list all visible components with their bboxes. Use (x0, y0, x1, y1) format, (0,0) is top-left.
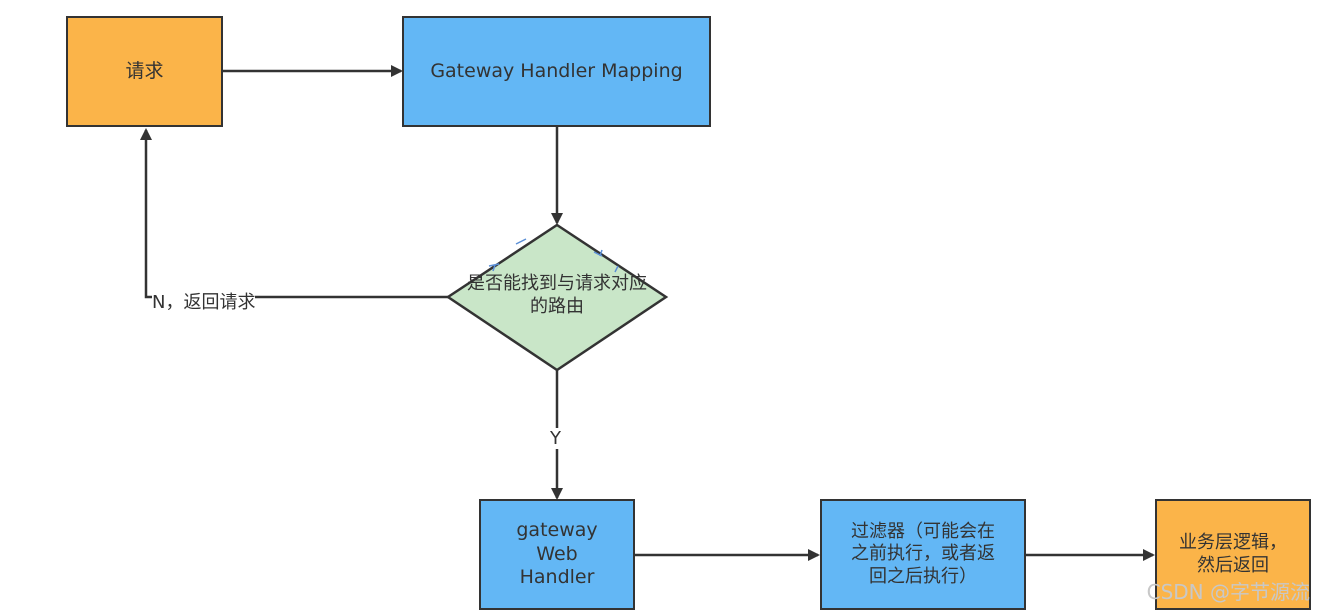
arrow-decision-to-request (140, 128, 448, 299)
filters-line-1: 过滤器（可能会在 (851, 520, 995, 542)
node-request: 请求 (66, 16, 223, 127)
business-line-2: 然后返回 (1197, 554, 1269, 576)
edge-label-no: N，返回请求 (152, 288, 256, 314)
node-mapping-label: Gateway Handler Mapping (430, 59, 683, 82)
filters-lines: 过滤器（可能会在 之前执行，或者返 回之后执行） (851, 521, 995, 589)
web-handler-line-2: Web (536, 542, 578, 565)
node-request-label: 请求 (125, 59, 164, 82)
edge-label-yes: Y (550, 428, 561, 449)
node-filters: 过滤器（可能会在 之前执行，或者返 回之后执行） (820, 499, 1026, 610)
filters-line-2: 之前执行，或者返 (851, 543, 995, 565)
node-decision-label: 是否能找到与请求对应的路由 (457, 273, 657, 318)
web-handler-line-3: Handler (519, 566, 595, 589)
web-handler-lines: gateway Web Handler (516, 519, 597, 590)
decision-text: 是否能找到与请求对应的路由 (467, 273, 647, 317)
node-business-logic: 业务层逻辑， 然后返回 (1155, 499, 1311, 610)
watermark: CSDN @字节源流 (1146, 580, 1310, 604)
node-gateway-web-handler: gateway Web Handler (479, 499, 635, 610)
node-gateway-handler-mapping: Gateway Handler Mapping (402, 16, 711, 127)
diamond-guide-marks (488, 238, 619, 273)
filters-line-3: 回之后执行） (869, 565, 977, 587)
decision-diamond (445, 223, 669, 372)
business-line-1: 业务层逻辑， (1179, 532, 1287, 553)
web-handler-line-1: gateway (516, 518, 598, 541)
business-lines: 业务层逻辑， 然后返回 (1179, 532, 1287, 577)
